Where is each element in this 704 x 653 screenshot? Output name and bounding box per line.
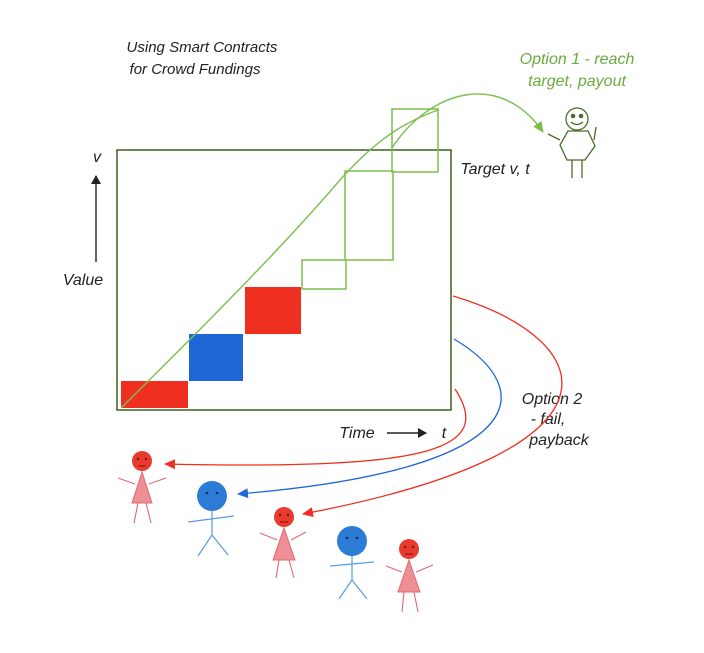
investor-figure-2	[187, 481, 235, 557]
investor-1-head	[132, 451, 152, 471]
target-block-1	[301, 259, 347, 290]
owner-eye-right	[578, 113, 584, 119]
investor-figure-4	[329, 526, 375, 600]
funding-block-red-2	[245, 287, 301, 334]
owner-body	[559, 130, 596, 161]
target-block-3	[391, 108, 439, 173]
owner-smile	[570, 121, 584, 126]
payout-arrow	[391, 93, 544, 149]
investor-5-head	[399, 539, 419, 559]
plot-frame	[116, 149, 452, 411]
diagram-title-line1: Using Smart Contracts	[127, 39, 278, 56]
payback-arrow-red-1	[164, 388, 467, 470]
diagram-title-line2: for Crowd Fundings	[130, 61, 261, 78]
target-block-2	[344, 170, 394, 261]
option2-text-line3: payback	[528, 432, 590, 449]
investor-figure-5	[385, 539, 434, 613]
option1-text-line2: target, payout	[528, 73, 626, 90]
time-axis-label: Time	[339, 425, 375, 442]
investor-3-head	[274, 507, 294, 527]
growth-curve	[120, 109, 439, 409]
owner-head	[565, 107, 589, 131]
value-axis-symbol: v	[93, 149, 102, 166]
investor-figure-3	[259, 507, 307, 579]
option2-text-line1: Option 2	[522, 391, 583, 408]
value-axis-label: Value	[63, 272, 103, 289]
payback-arrow-red-2	[302, 295, 563, 518]
investor-4-head	[337, 526, 367, 556]
funding-block-blue	[189, 334, 243, 381]
option2-text-line2: - fail,	[531, 411, 566, 428]
target-label: Target v, t	[460, 161, 530, 178]
investor-figure-1	[117, 451, 167, 524]
investor-2-head	[197, 481, 227, 511]
funding-block-red-1	[121, 381, 188, 408]
option1-text-line1: Option 1 - reach	[520, 51, 635, 68]
payback-arrow-blue	[237, 338, 502, 499]
owner-figure	[547, 107, 597, 178]
owner-eye-left	[570, 113, 576, 119]
time-axis-symbol: t	[442, 425, 447, 442]
